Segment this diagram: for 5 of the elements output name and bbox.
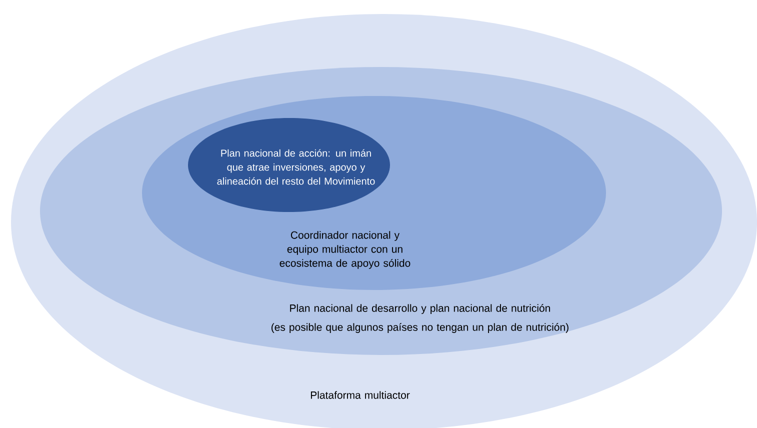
ellipse-label: Plan nacional de acción: un imán que atrae inversiones, apoyo y alineación del resto del Movimiento (217, 149, 375, 185)
ellipse-label: Coordinador nacional y equipo multiactor con un ecosistema de apoyo sólido (280, 231, 410, 269)
ellipse-label: (es posible que algunos países no tengan un plan de nutrición) (272, 323, 568, 333)
ellipse-label: Plataforma multiactor (310, 391, 410, 399)
ellipse-label: Plan nacional de desarrollo y plan nacional de nutrición (290, 304, 550, 314)
